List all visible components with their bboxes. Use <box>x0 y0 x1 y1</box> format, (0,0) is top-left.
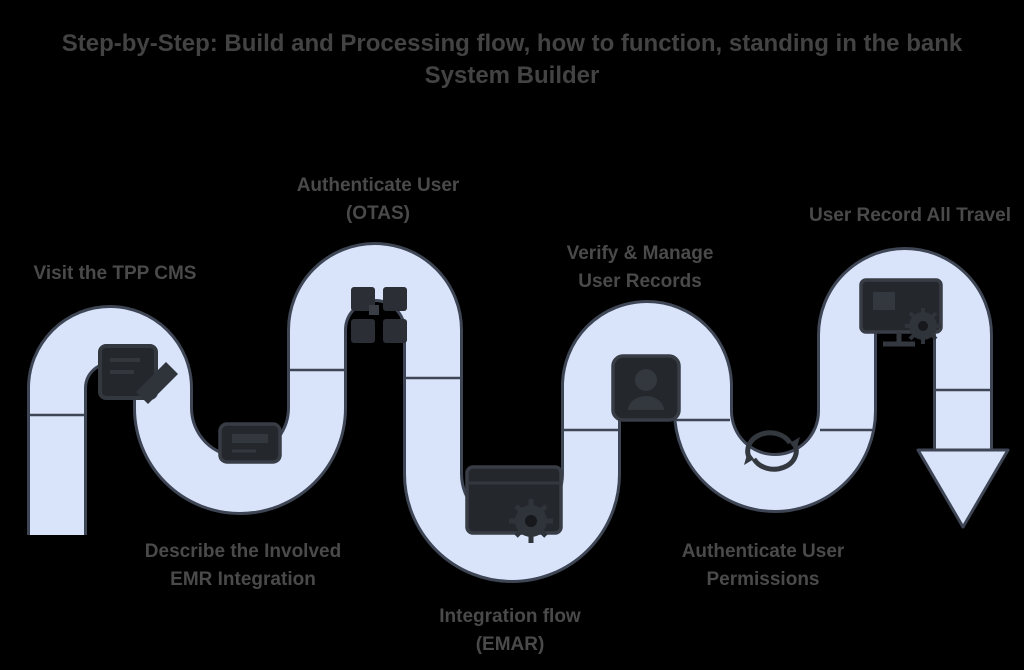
step-label-permissions: Authenticate User Permissions <box>682 538 845 593</box>
step-label-line2: (EMAR) <box>475 633 545 655</box>
step-label-line1: User Record All Travel <box>808 205 1012 226</box>
window-gear-icon <box>465 465 563 543</box>
monitor-gear-icon <box>859 278 943 347</box>
step-label-emr-integration: Describe the Involved EMR Integration <box>145 538 341 593</box>
segment-dividers <box>30 368 990 432</box>
page-title-line1: Step-by-Step: Build and Processing flow,… <box>61 30 963 57</box>
form-pencil-icon <box>98 344 178 404</box>
step-label-line1: Verify & Manage <box>566 243 714 264</box>
step-label-line1: Integration flow <box>439 606 581 627</box>
ribbon-fill <box>29 245 990 580</box>
page-title: Step-by-Step: Build and Processing flow,… <box>12 28 1012 93</box>
step-label-line2: Permissions <box>706 568 820 590</box>
step-label-integration-flow: Integration flow (EMAR) <box>439 603 580 658</box>
sync-arrows-icon <box>744 430 800 472</box>
user-badge-icon <box>611 354 681 422</box>
step-label-line2: User Records <box>578 270 702 292</box>
step-label-line1: Visit the TPP CMS <box>33 263 197 284</box>
step-label-line1: Describe the Involved <box>144 541 342 562</box>
step-label-verify-manage: Verify & Manage User Records <box>567 240 714 295</box>
step-label-user-record: User Record All Travel <box>809 202 1011 230</box>
card-icon <box>218 422 282 464</box>
step-label-authenticate-user: Authenticate User (OTAS) <box>297 172 460 227</box>
step-label-visit-cms: Visit the TPP CMS <box>34 260 197 288</box>
step-label-line2: (OTAS) <box>345 202 411 224</box>
step-label-line1: Authenticate User <box>296 175 460 196</box>
step-label-line2: EMR Integration <box>170 568 316 590</box>
page-title-line2: System Builder <box>424 62 600 90</box>
grid-icon <box>351 287 407 343</box>
step-label-line1: Authenticate User <box>681 541 845 562</box>
end-arrow-icon <box>916 448 1010 529</box>
